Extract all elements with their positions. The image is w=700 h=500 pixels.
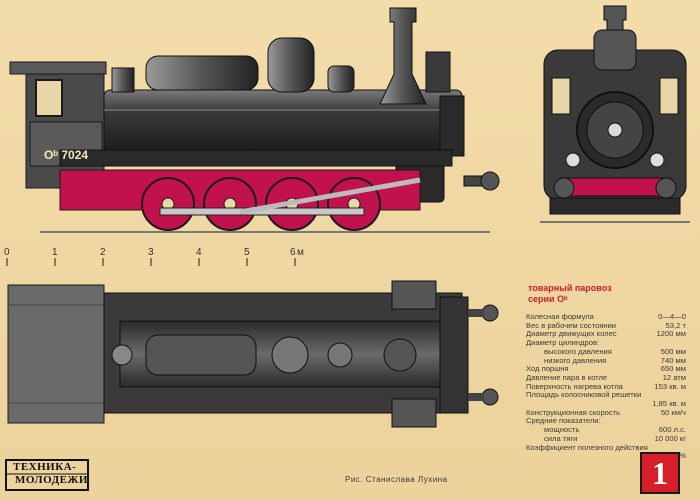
spec-label: Ход поршня: [526, 365, 569, 374]
illustration-credit: Рис. Станислава Лухина: [345, 475, 448, 484]
spec-label: Площадь колосниковой решетки: [526, 391, 642, 400]
spec-label: Поверхность нагрева котла: [526, 382, 623, 391]
spec-label: Коэффициент полезного действия: [526, 443, 648, 452]
top-view-drawing: [7, 280, 499, 428]
spec-label: Колесная формула: [526, 313, 594, 321]
spec-row: низкого давления 740 мм: [526, 355, 686, 366]
spec-row: Коэффициент полезного действия: [526, 444, 686, 453]
spec-value: 12 атм: [662, 372, 686, 382]
scale-tick-3: 3: [148, 247, 154, 258]
locomotive-number: Oᵇ 7024: [44, 148, 89, 162]
scale-tick-2: 2: [100, 247, 106, 258]
spec-value: 1200 мм: [656, 329, 686, 339]
scale-tick-1: 1: [52, 247, 58, 258]
title-line-1: товарный паровоз: [528, 283, 612, 293]
spec-value: 50 км/ч: [660, 407, 686, 417]
side-view-drawing: [9, 7, 500, 233]
spec-row: Вес в рабочем состоянии 53,2 т: [526, 320, 686, 331]
scale-tick-6: 6: [290, 247, 296, 258]
spec-row: высокого давления 500 мм: [526, 346, 686, 357]
spec-value: 650 мм: [660, 364, 686, 374]
spec-label: Конструкционная скорость: [526, 408, 621, 417]
spec-row: Ход поршня 650 мм: [526, 365, 686, 374]
logo-frame: [5, 459, 89, 491]
spec-row: 1,85 кв. м: [526, 399, 686, 409]
spec-label: низкого давления: [544, 356, 607, 365]
spec-row: Диаметр цилиндров:: [526, 339, 686, 348]
scale-unit: м: [297, 247, 304, 258]
spec-label: Диаметр движущих колес: [526, 330, 617, 339]
spec-label: Давление пара в котле: [526, 373, 608, 382]
title-line-2: серии Оᵇ: [528, 294, 568, 304]
spec-row: мощность 600 л.с.: [526, 425, 686, 435]
spec-row: Поверхность нагрева котла 153 кв. м: [526, 381, 686, 392]
logo-line-2: МОЛОДЕЖИ: [15, 474, 88, 486]
spec-row: Площадь колосниковой решетки: [526, 391, 686, 400]
spec-row: Диаметр движущих колес 1200 мм: [526, 330, 686, 339]
spec-row: Колесная формула 0—4—0: [526, 312, 686, 322]
spec-row: сила тяги 10 000 кг: [526, 433, 686, 444]
spec-value: 740 мм: [660, 355, 686, 365]
scale-tick-0: 0: [4, 247, 10, 258]
spec-label: мощность: [544, 426, 580, 435]
scale-tick-5: 5: [244, 247, 250, 258]
spec-value: 500 мм: [660, 346, 686, 356]
front-view-drawing: [540, 5, 690, 223]
spec-value: 0—4—0: [658, 312, 686, 321]
magazine-logo: ТЕХНИКА- МОЛОДЕЖИ: [5, 459, 89, 491]
spec-value: 10 000 кг: [654, 433, 686, 443]
spec-label: высокого давления: [544, 347, 612, 356]
spec-value: 1,85 кв. м: [652, 399, 686, 409]
spec-value: 153 кв. м: [654, 381, 686, 391]
spec-row: Средние показатели:: [526, 417, 686, 426]
spec-row: Конструкционная скорость 50 км/ч: [526, 407, 686, 418]
spec-label: сила тяги: [544, 434, 578, 443]
spec-label: Средние показатели:: [526, 417, 601, 426]
spec-row: Давление пара в котле 12 атм: [526, 372, 686, 383]
locomotive-title: товарный паровоз серии Оᵇ: [528, 283, 612, 305]
spec-label: Диаметр цилиндров:: [526, 339, 600, 348]
logo-line-1: ТЕХНИКА-: [13, 461, 77, 473]
spec-label: Вес в рабочем состоянии: [526, 321, 617, 330]
scale-tick-4: 4: [196, 247, 202, 258]
spec-value: 600 л.с.: [658, 425, 686, 435]
page-number-badge: 1: [640, 452, 680, 494]
spec-value: 53,2 т: [665, 320, 686, 330]
scale-ticks: [6, 258, 296, 266]
